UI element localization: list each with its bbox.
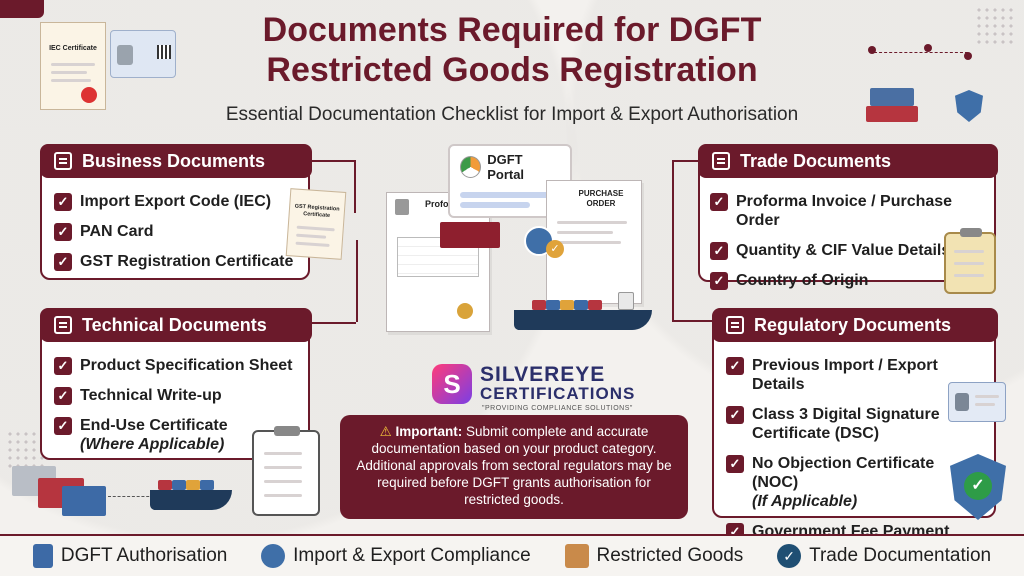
cargo-ship-illustration xyxy=(150,470,234,522)
trade-documents-header: Trade Documents xyxy=(698,144,998,178)
checkmark-icon: ✓ xyxy=(964,472,992,500)
iec-certificate-label: IEC Certificate xyxy=(49,45,97,52)
checkbox-icon: ✓ xyxy=(54,253,72,271)
regulation-document-icon xyxy=(726,316,744,334)
pan-card-illustration xyxy=(110,30,176,78)
title-line-1: Documents Required for DGFT xyxy=(262,11,762,49)
world-route-illustration xyxy=(848,18,998,88)
checkbox-icon: ✓ xyxy=(710,272,728,290)
silvereye-logo-icon: S xyxy=(432,364,472,404)
connector-line xyxy=(310,160,356,213)
bottom-item-import-export-compliance: Import & Export Compliance xyxy=(261,544,531,568)
page-title: Documents Required for DGFT Restricted G… xyxy=(0,10,1024,90)
silvereye-tagline: "PROVIDING COMPLIANCE SOLUTIONS" xyxy=(482,405,633,412)
checkbox-icon: ✓ xyxy=(54,357,72,375)
proforma-label: Proforma xyxy=(425,199,466,209)
list-item: ✓Proforma Invoice / Purchase Order xyxy=(710,192,994,230)
checklist-icon xyxy=(54,152,72,170)
checkbox-icon: ✓ xyxy=(726,406,744,424)
list-item: ✓Quantity & CIF Value Details xyxy=(710,241,994,260)
bottom-item-restricted-goods: Restricted Goods xyxy=(564,544,743,568)
dsc-card-illustration xyxy=(948,382,1006,422)
seal-icon xyxy=(81,87,97,103)
list-item: ✓Country of Origin xyxy=(710,271,994,290)
clipboard-checklist-illustration xyxy=(252,426,320,516)
document-icon xyxy=(54,316,72,334)
verified-check-icon: ✓ xyxy=(546,240,564,258)
connector-line xyxy=(310,322,356,422)
gst-certificate-illustration: GST Registration Certificate xyxy=(285,188,347,260)
technical-documents-title: Technical Documents xyxy=(82,314,267,335)
hanging-container-icon xyxy=(440,222,500,248)
clipboard-checklist-illustration xyxy=(944,228,996,294)
list-item: ✓Class 3 Digital Signature Certificate (… xyxy=(726,405,958,443)
container-icon xyxy=(62,486,106,516)
dgft-portal-header: DGFT Portal xyxy=(450,146,570,188)
purchase-order-document-illustration: PURCHASE ORDER xyxy=(546,180,642,304)
dgft-portal-label: DGFT Portal xyxy=(487,152,525,182)
connector-line xyxy=(672,160,698,270)
silvereye-logo-text: SILVEREYE CERTIFICATIONS xyxy=(480,363,636,403)
checkbox-icon: ✓ xyxy=(54,193,72,211)
container-icon xyxy=(866,106,918,122)
title-line-2: Restricted Goods Registration xyxy=(266,51,758,89)
checkbox-icon: ✓ xyxy=(54,387,72,405)
list-item: ✓Import Export Code (IEC) xyxy=(54,192,293,211)
trade-documents-list: ✓Proforma Invoice / Purchase Order ✓Quan… xyxy=(710,192,994,301)
container-icon xyxy=(870,88,914,106)
list-item: ✓PAN Card xyxy=(54,222,293,241)
warning-icon: ⚠ xyxy=(379,424,392,439)
list-item: ✓Product Specification Sheet xyxy=(54,356,292,375)
cargo-ship-illustration xyxy=(514,292,654,338)
important-text: Submit complete and accurate documentati… xyxy=(356,424,672,507)
trade-documents-title: Trade Documents xyxy=(740,150,892,171)
business-documents-title: Business Documents xyxy=(82,150,266,171)
technical-documents-header: Technical Documents xyxy=(40,308,312,342)
bottom-item-trade-documentation: ✓ Trade Documentation xyxy=(777,544,991,568)
page-subtitle: Essential Documentation Checklist for Im… xyxy=(225,104,799,125)
checkbox-icon: ✓ xyxy=(726,357,744,375)
list-item: ✓Technical Write-up xyxy=(54,386,292,405)
dot-pattern xyxy=(975,6,1015,46)
bottom-bar: DGFT Authorisation Import & Export Compl… xyxy=(0,534,1024,576)
business-documents-card: Business Documents ✓Import Export Code (… xyxy=(40,144,312,282)
award-seal-icon xyxy=(457,303,473,319)
globe-icon xyxy=(261,544,286,568)
box-icon xyxy=(564,544,589,568)
corner-accent xyxy=(0,0,44,18)
technical-documents-list: ✓Product Specification Sheet ✓Technical … xyxy=(54,356,292,465)
checkbox-icon: ✓ xyxy=(710,193,728,211)
important-note: ⚠ Important: Submit complete and accurat… xyxy=(340,415,688,519)
regulatory-documents-title: Regulatory Documents xyxy=(754,314,952,335)
business-documents-header: Business Documents xyxy=(40,144,312,178)
list-item: ✓GST Registration Certificate xyxy=(54,252,293,271)
emblem-icon xyxy=(395,199,409,215)
regulatory-documents-header: Regulatory Documents xyxy=(712,308,998,342)
purchase-order-label: PURCHASE ORDER xyxy=(578,189,624,208)
checkbox-icon: ✓ xyxy=(726,455,744,473)
dashed-route-line xyxy=(108,496,154,497)
checkbox-icon: ✓ xyxy=(710,242,728,260)
list-item: ✓End-Use Certificate(Where Applicable) xyxy=(54,416,292,454)
iec-certificate-illustration: IEC Certificate xyxy=(40,22,106,110)
gst-certificate-label: GST Registration Certificate xyxy=(294,203,340,219)
list-item: ✓No Objection Certificate (NOC)(If Appli… xyxy=(726,454,958,511)
important-label: Important: xyxy=(395,424,463,439)
book-icon xyxy=(32,544,53,568)
bottom-item-dgft-authorisation: DGFT Authorisation xyxy=(32,544,227,568)
list-item: ✓Previous Import / Export Details xyxy=(726,356,958,394)
box-icon xyxy=(712,152,730,170)
connector-line xyxy=(672,270,712,322)
checkbox-icon: ✓ xyxy=(54,223,72,241)
dgft-logo-icon xyxy=(460,156,482,178)
checkbox-icon: ✓ xyxy=(54,417,72,435)
dot-pattern xyxy=(6,430,46,470)
connector-line xyxy=(356,240,358,322)
business-documents-list: ✓Import Export Code (IEC) ✓PAN Card ✓GST… xyxy=(54,192,293,282)
check-badge-icon: ✓ xyxy=(777,544,802,568)
